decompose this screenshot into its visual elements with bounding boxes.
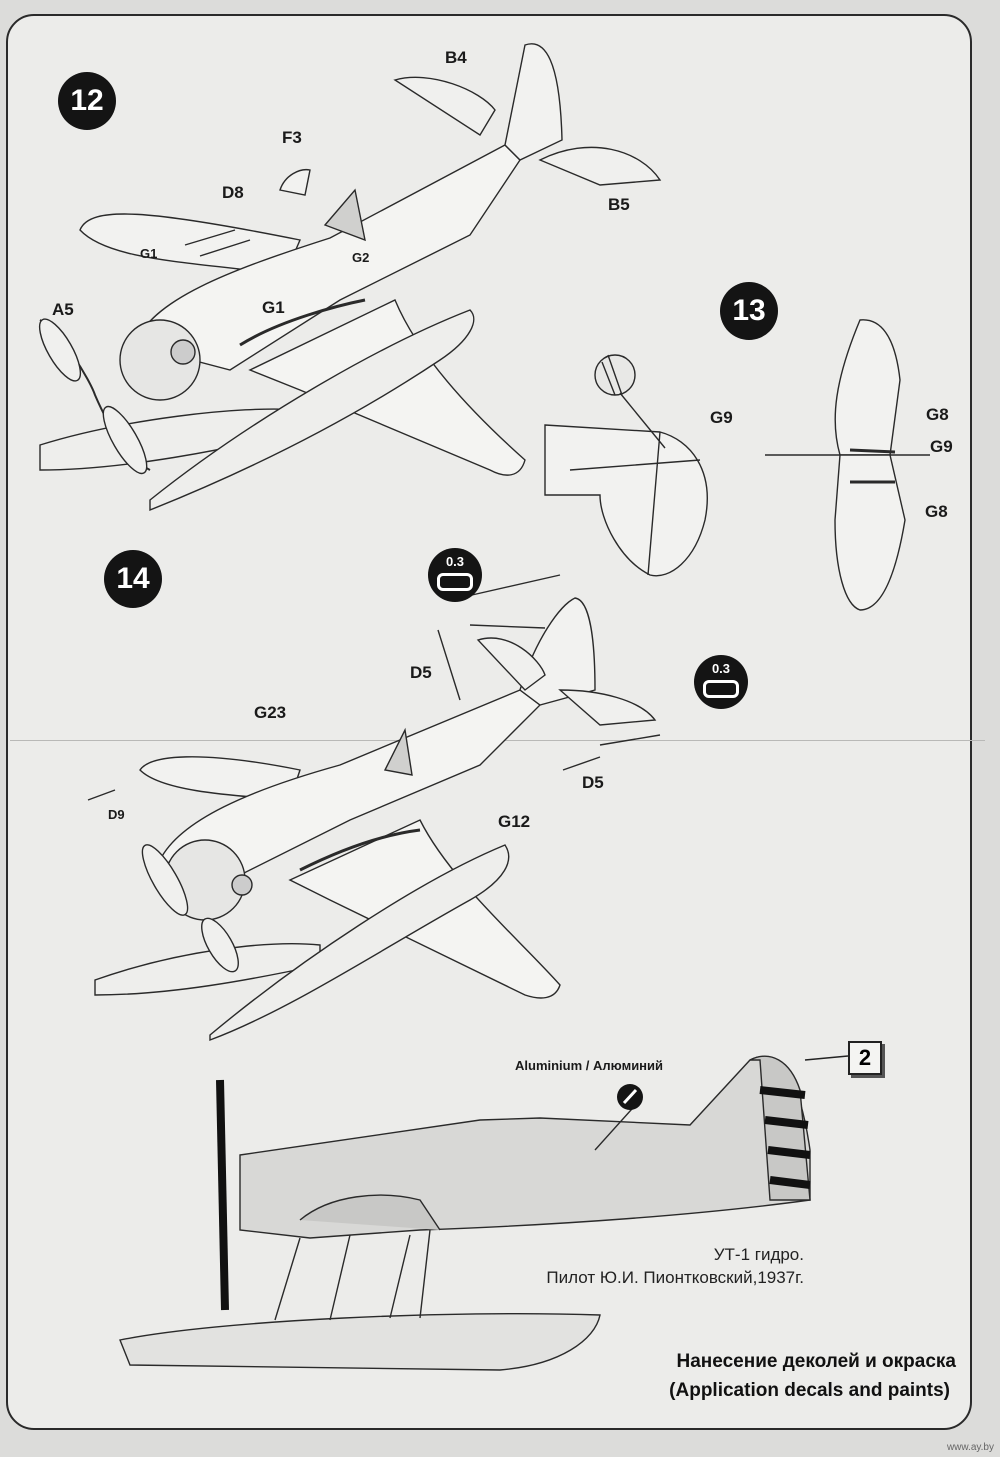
section-title-ru: Нанесение деколей и окраска [676,1351,956,1372]
step-number-14: 14 [104,550,162,608]
label-G12: G12 [498,812,531,831]
label-G23: G23 [254,703,287,722]
thickness-badge-right: 0.3 [694,655,748,709]
step14-aircraft [87,574,661,1042]
label-D8: D8 [222,183,244,202]
label-G8-top: G8 [926,405,949,424]
watermark: www.ay.by [946,1442,994,1453]
badge-value: 0.3 [711,661,731,676]
step-number-13: 13 [720,282,778,340]
profile-caption-line2: Пилот Ю.И. Пионтковский,1937г. [546,1268,804,1287]
decal-number-box: 2 [848,1041,882,1075]
aluminium-label: Aluminium / Алюминий [515,1058,664,1073]
label-D9: D9 [108,807,125,822]
step13-tail [544,319,930,611]
step12-aircraft [38,43,662,512]
label-B4: B4 [445,48,467,67]
paint-profile [119,1055,811,1371]
label-G1-top: G1 [140,246,158,261]
label-D5-left: D5 [410,663,432,682]
section-title-en: (Application decals and paints) [669,1380,950,1401]
label-G9-top: G9 [930,437,953,456]
step-number-12: 12 [58,72,116,130]
label-G2: G2 [352,250,370,265]
label-G1-bottom: G1 [262,298,285,317]
label-B5: B5 [608,195,630,214]
label-A5: A5 [52,300,74,319]
label-D5-right: D5 [582,773,604,792]
label-F3: F3 [282,128,302,147]
profile-caption-line1: УТ-1 гидро. [713,1245,804,1264]
thickness-badge-left: 0.3 [428,548,482,602]
badge-value: 0.3 [445,554,465,569]
label-G8-bottom: G8 [925,502,948,521]
label-G9-side: G9 [710,408,733,427]
